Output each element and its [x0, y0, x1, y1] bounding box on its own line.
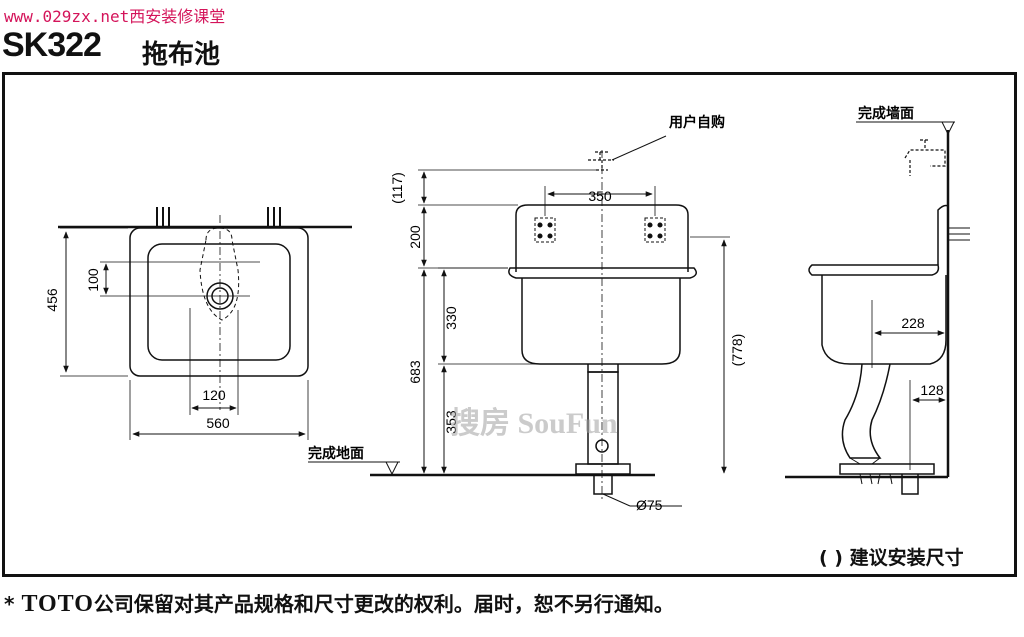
basin-inner [147, 243, 291, 361]
drawing-frame [2, 72, 1017, 577]
model-number: SK322 [2, 26, 102, 64]
dim-228: 228 [901, 315, 925, 331]
dim-683: 683 [407, 360, 423, 384]
product-name: 拖布池 [142, 40, 221, 70]
footer-asterisk: * [4, 592, 15, 616]
user-purchase-label: 用户自购 [669, 114, 725, 130]
basin-outer [129, 227, 309, 377]
dim-778: (778) [729, 334, 745, 367]
top-view [58, 207, 352, 440]
dim-560: 560 [206, 415, 230, 431]
soufun-watermark: 搜房 SouFun [450, 407, 618, 440]
dim-drain-diameter: Ø75 [636, 497, 663, 513]
finished-floor-label: 完成地面 [308, 445, 364, 461]
dim-120: 120 [202, 387, 226, 403]
footer-disclaimer: * TOTO公司保留对其产品规格和尺寸更改的权利。届时，恕不另行通知。 [4, 588, 674, 618]
dim-456: 456 [44, 288, 60, 312]
dim-200: 200 [407, 225, 423, 249]
dim-128: 128 [920, 382, 944, 398]
dim-330: 330 [443, 306, 459, 330]
source-url: www.029zx.net西安装修课堂 [4, 7, 226, 26]
dim-100: 100 [85, 268, 101, 292]
finished-wall-label: 完成墙面 [858, 105, 914, 121]
dim-117: (117) [389, 172, 405, 204]
suggested-size-note: ( ) 建议安装尺寸 [819, 547, 964, 569]
dim-353: 353 [443, 410, 459, 434]
dim-350: 350 [588, 188, 612, 204]
footer-brand: TOTO [21, 591, 94, 617]
side-view [785, 121, 970, 495]
front-view [418, 135, 730, 507]
footer-text: 公司保留对其产品规格和尺寸更改的权利。届时，恕不另行通知。 [93, 592, 674, 616]
